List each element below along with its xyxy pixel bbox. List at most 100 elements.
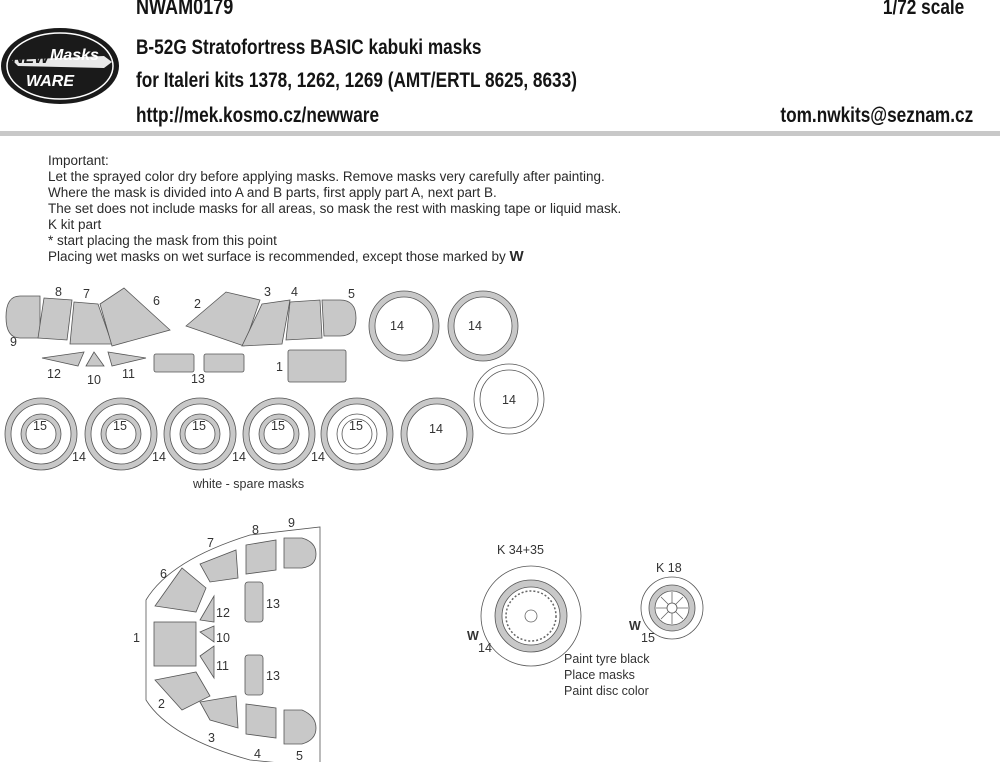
ring-14 — [447, 290, 519, 362]
part-num: 11 — [216, 659, 229, 673]
placement-10 — [199, 625, 215, 643]
part-num: 4 — [254, 747, 261, 761]
part-num: 13 — [191, 372, 205, 386]
placement-6 — [154, 567, 207, 613]
instruction-text: Placing wet masks on wet surface is reco… — [48, 249, 506, 264]
placement-11 — [199, 645, 215, 680]
placement-4 — [245, 703, 277, 739]
instruction-line: * start placing the mask from this point — [48, 233, 277, 248]
part-num: 15 — [33, 419, 47, 433]
part-num: 6 — [153, 294, 160, 308]
ring-14 — [242, 397, 316, 471]
w-mark: W — [509, 248, 524, 265]
part-num: 7 — [83, 287, 90, 301]
instruction-place-masks: Place masks — [564, 668, 635, 682]
part-num: 9 — [288, 516, 295, 530]
page-subtitle: for Italeri kits 1378, 1262, 1269 (AMT/E… — [136, 69, 577, 92]
placement-9 — [283, 537, 317, 569]
part-num: 1 — [133, 631, 140, 645]
part-num: 3 — [264, 285, 271, 299]
w-mark: W — [629, 619, 641, 633]
instruction-paint-tyre: Paint tyre black — [564, 652, 650, 666]
part-num: 2 — [158, 697, 165, 711]
mask-6 — [99, 287, 171, 347]
ring-15 — [179, 413, 221, 455]
part-num: 14 — [502, 393, 516, 407]
mask-diagram: 9 8 7 6 2 3 4 5 1 2 10 11 13 1 14 14 14 1… — [4, 285, 704, 762]
part-num: 13 — [266, 597, 280, 611]
mask-9 — [5, 295, 41, 339]
part-num: 14 — [311, 450, 325, 464]
placement-1 — [153, 621, 197, 667]
mask-5 — [321, 299, 357, 337]
newware-logo: NEW Masks WARE — [1, 28, 119, 104]
ring-14 — [320, 397, 394, 471]
part-num: 3 — [208, 731, 215, 745]
wheel-rings-row — [4, 397, 474, 471]
logo-new-text: NEW — [12, 50, 51, 67]
logo-masks-text: Masks — [50, 47, 99, 64]
part-num: 14 — [390, 319, 404, 333]
mask-2 — [185, 291, 261, 347]
part-num: 10 — [216, 631, 230, 645]
ring-14 — [84, 397, 158, 471]
part-num: 1 — [276, 360, 283, 374]
instructions-heading: Important: — [48, 153, 109, 168]
mask-10 — [85, 351, 105, 367]
part-num: 14 — [72, 450, 86, 464]
part-num: 8 — [55, 285, 62, 299]
kit-part-label-small: K 18 — [656, 561, 682, 575]
ring-15-spare — [336, 413, 378, 455]
mask-13b — [203, 353, 245, 373]
part-num: 14 — [478, 641, 492, 655]
part-num: 13 — [266, 669, 280, 683]
email-link[interactable]: tom.nwkits@seznam.cz — [780, 104, 973, 127]
part-num: 5 — [348, 287, 355, 301]
logo-ware-text: WARE — [26, 73, 75, 90]
part-num: 15 — [192, 419, 206, 433]
instruction-line: Where the mask is divided into A and B p… — [48, 185, 497, 200]
ring-14 — [368, 290, 440, 362]
instruction-line: The set does not include masks for all a… — [48, 201, 622, 216]
kit-part-label-large: K 34+35 — [497, 543, 544, 557]
placement-13b — [244, 654, 264, 696]
part-num: 14 — [429, 422, 443, 436]
part-num: 8 — [252, 523, 259, 537]
mask-3 — [241, 299, 291, 347]
placement-2 — [154, 671, 211, 711]
mask-4 — [285, 299, 323, 341]
canopy-masks-right — [185, 291, 357, 383]
mask-11 — [107, 351, 147, 367]
part-num: 9 — [10, 335, 17, 349]
placement-5 — [283, 709, 317, 745]
part-num: 14 — [152, 450, 166, 464]
page-title: B-52G Stratofortress BASIC kabuki masks — [136, 36, 482, 59]
mask-1 — [287, 349, 347, 383]
instruction-line: K kit part — [48, 217, 102, 232]
spare-masks-label: white - spare masks — [192, 477, 304, 491]
part-num: 15 — [641, 631, 655, 645]
wheel-diagram-small — [640, 576, 704, 640]
placement-3 — [199, 695, 239, 729]
canopy-masks-left — [5, 287, 245, 373]
ring-15 — [100, 413, 142, 455]
part-num: 15 — [349, 419, 363, 433]
instruction-line: Let the sprayed color dry before applyin… — [48, 169, 605, 184]
ring-14 — [4, 397, 78, 471]
canopy-placement-diagram — [145, 526, 321, 762]
mask-8 — [37, 297, 73, 341]
placement-7 — [199, 549, 239, 583]
part-num: 15 — [113, 419, 127, 433]
ring-14 — [163, 397, 237, 471]
part-num: 6 — [160, 567, 167, 581]
part-num: 10 — [87, 373, 101, 387]
mask-13a — [153, 353, 195, 373]
w-mark: W — [467, 629, 479, 643]
part-num: 2 — [194, 297, 201, 311]
website-link[interactable]: http://mek.kosmo.cz/newware — [136, 104, 380, 127]
instruction-paint-disc: Paint disc color — [564, 684, 649, 698]
header-divider — [0, 131, 1000, 136]
ring-14 — [400, 397, 474, 471]
instruction-line: Placing wet masks on wet surface is reco… — [48, 249, 621, 265]
wheel-rings-top — [368, 290, 545, 435]
